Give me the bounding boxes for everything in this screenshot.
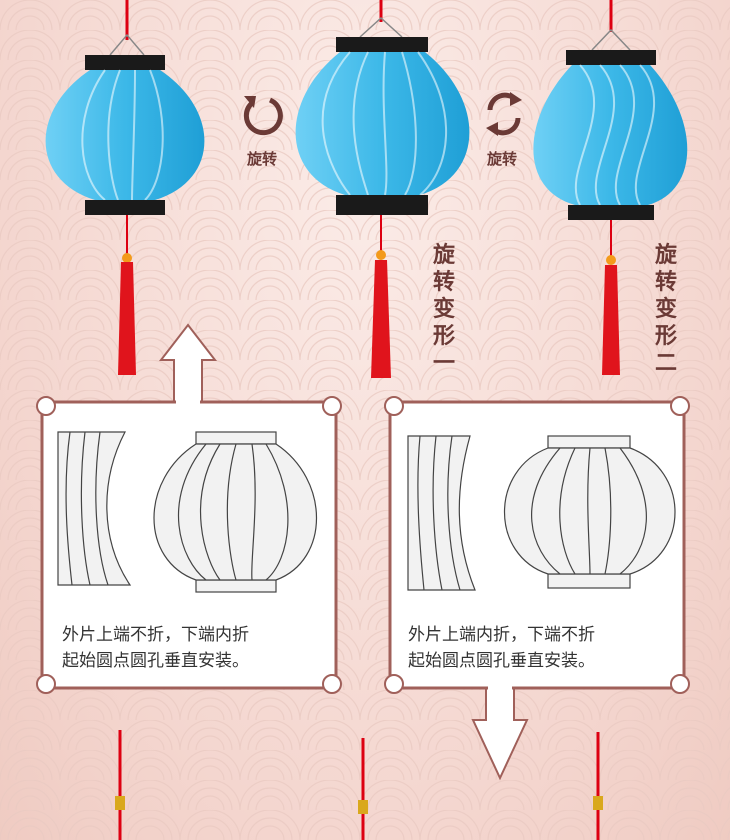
panel-2-instructions: 外片上端内折，下端不折 起始圆点圆孔垂直安装。 (408, 622, 595, 674)
lantern-2 (295, 0, 470, 378)
panel-2-line-1: 外片上端内折，下端不折 (408, 625, 595, 645)
variant-title-2: 旋转变形二 (654, 243, 677, 376)
arrow-down-icon (471, 685, 529, 781)
lantern-1 (45, 0, 205, 375)
diagram-strip-1 (57, 431, 132, 586)
panel-1-instructions: 外片上端不折，下端内折 起始圆点圆孔垂直安装。 (62, 622, 249, 674)
rotate-icon (243, 96, 283, 136)
diagram-lantern-1 (153, 431, 317, 593)
panel-2-line-2: 起始圆点圆孔垂直安装。 (408, 651, 595, 671)
rotate-label-2: 旋转 (487, 150, 518, 168)
bottom-cords (115, 730, 603, 840)
rotate-label-1: 旋转 (247, 150, 278, 168)
diagram-strip-2 (407, 435, 476, 591)
rotate-both-icon (486, 92, 522, 136)
panel-1-line-1: 外片上端不折，下端内折 (62, 625, 249, 645)
variant-title-1: 旋转变形一 (432, 243, 455, 376)
lantern-3 (533, 0, 688, 375)
panel-1-line-2: 起始圆点圆孔垂直安装。 (62, 651, 249, 671)
diagram-lantern-2 (504, 435, 676, 589)
